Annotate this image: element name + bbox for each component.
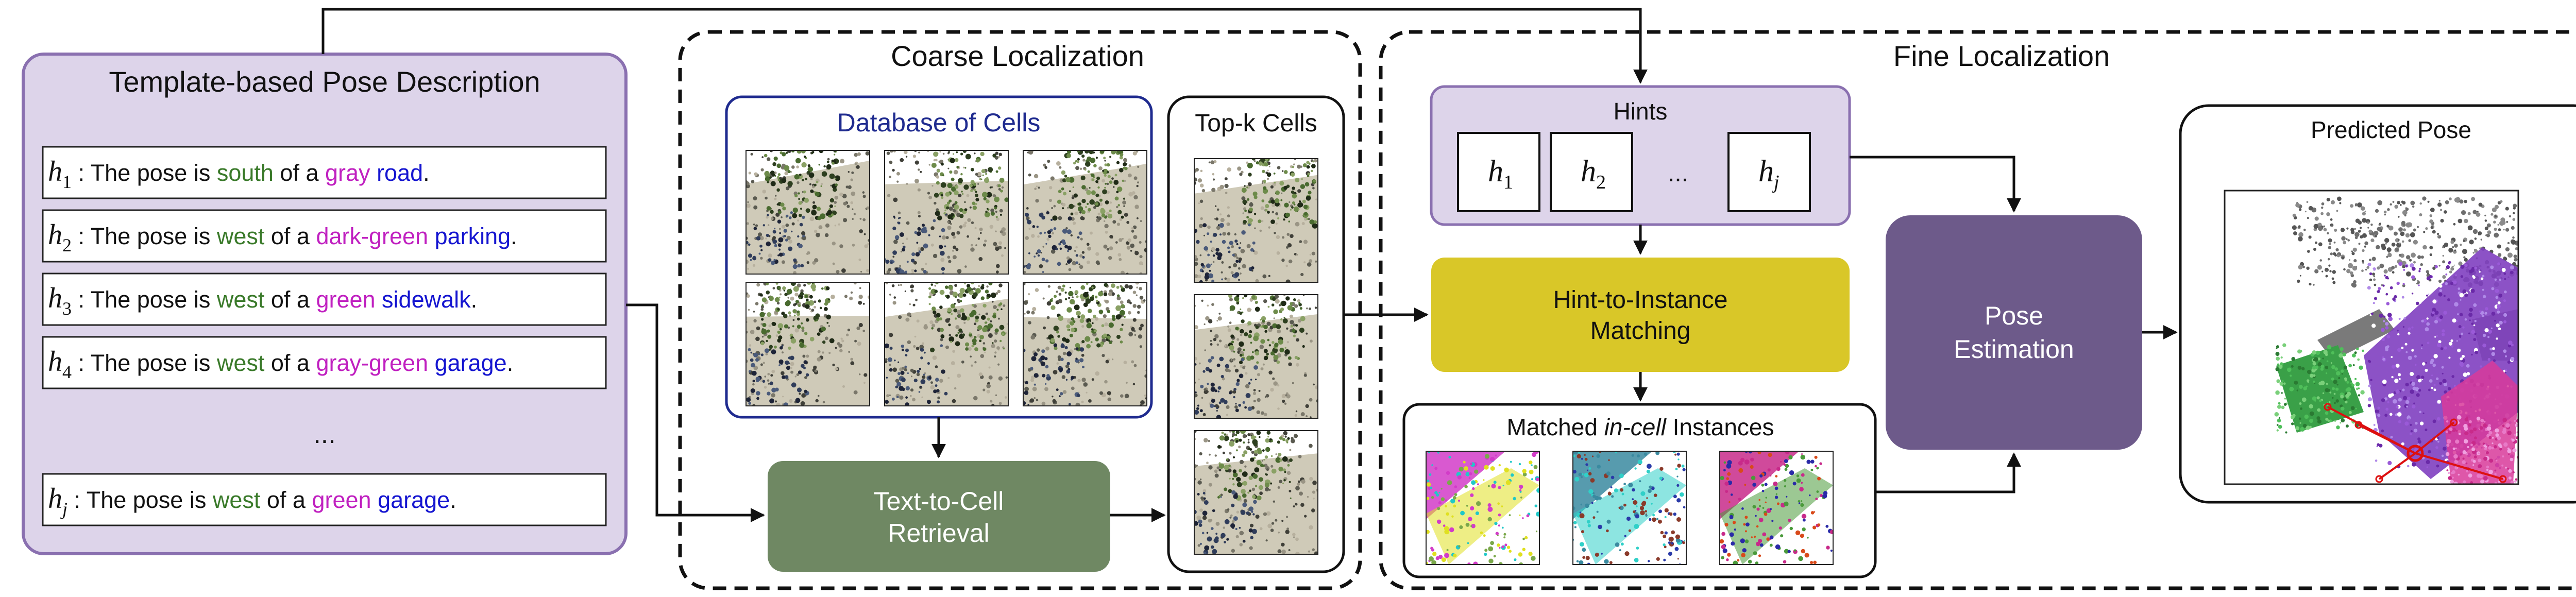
hint-sentence: h3 : The pose is west of a green sidewal… [48,282,477,319]
topk-title: Top-k Cells [1195,110,1317,137]
hint-subscript: j [60,499,67,519]
topk-cell-list [1194,158,1318,555]
point-cloud-cell [1194,158,1318,283]
database-cell-grid [745,150,1147,406]
point-cloud-cell [1426,451,1540,565]
hint-variable: h [48,219,62,251]
coarse-localization-panel: Coarse Localization Database of Cells Te… [678,30,1362,590]
arrow-hints-to-pose-estimation [1850,156,2021,213]
hint-color: dark-green [316,223,428,249]
point-cloud-cell [1194,294,1318,419]
hint-row-box [42,336,607,389]
hint-rows: h1 : The pose is south of a gray road.h2… [42,146,607,526]
hint-sentence: h2 : The pose is west of a dark-green pa… [48,219,517,255]
coarse-localization-title: Coarse Localization [891,40,1144,72]
hint-variable: h [48,483,62,515]
hint-sentence: h4 : The pose is west of a gray-green ga… [48,346,513,382]
hints-title: Hints [1614,98,1668,125]
retrieval-label-line1: Text-to-Cell [874,487,1004,516]
hint-direction: west [216,350,265,376]
hint-subscript: 4 [62,362,72,382]
point-cloud-cell [1023,150,1147,275]
hint-variable: h [48,282,62,314]
hint-direction: south [217,160,274,186]
hint-box: h1 [1457,132,1540,212]
hint-color: gray [325,160,370,186]
hint-object: sidewalk [382,286,471,313]
pose-estimation: Pose Estimation [1886,215,2142,450]
predicted-pose-box: Predicted Pose [2179,104,2576,504]
hint-box-label: h1 [1488,154,1513,193]
arrow-description-to-hints [321,8,1648,84]
predicted-pose-title: Predicted Pose [2311,116,2471,143]
hint-object: garage [378,487,450,513]
point-cloud-cell [1194,430,1318,555]
hint-box-label: hj [1758,154,1780,193]
fine-localization-title: Fine Localization [1893,40,2110,72]
hint-box-row: h1 h2 hj [1457,132,1811,212]
hint-row: h2 : The pose is west of a dark-green pa… [42,209,607,263]
point-cloud-cell [884,150,1009,275]
matched-instances-box: Matched in-cell Instances [1402,403,1877,578]
fine-localization-panel: Fine Localization Hints h1 h2 hj ... Hint-… [1379,30,2576,590]
database-of-cells: Database of Cells [725,95,1153,419]
hint-variable: h [48,156,62,187]
point-cloud-cell [1719,451,1834,565]
hint-row-box [42,209,607,263]
hint-direction: west [212,487,261,513]
pose-estimation-line1: Pose [1985,301,2043,330]
hint-variable: h [48,346,62,378]
hint-row-box [42,146,607,199]
hint-box: h2 [1550,132,1633,212]
hint-box: hj [1727,132,1811,212]
pose-estimation-line2: Estimation [1954,335,2074,364]
matching-label-line2: Matching [1590,317,1691,345]
hint-sentence: hj : The pose is west of a green garage. [48,483,456,519]
text-to-cell-retrieval: Text-to-Cell Retrieval [768,461,1110,572]
matched-instances-title: Matched in-cell Instances [1506,414,1774,440]
hint-subscript: 3 [62,298,72,319]
hint-color: green [316,286,375,313]
matching-label-line1: Hint-to-Instance [1553,286,1728,314]
hint-row: h4 : The pose is west of a gray-green ga… [42,336,607,389]
retrieval-label-line2: Retrieval [888,519,989,548]
point-cloud-cell [1572,451,1687,565]
hint-row: h3 : The pose is west of a green sidewal… [42,272,607,326]
hint-row-box [42,473,607,526]
hint-row-box [42,272,607,326]
pose-description-title: Template-based Pose Description [109,65,540,98]
hint-box-label: h2 [1581,154,1606,193]
point-cloud-cell [884,282,1009,406]
hint-subscript: 1 [62,172,72,192]
hints-ellipsis: ... [1668,160,1688,187]
arrow-description-to-retrieval [626,303,765,522]
hint-direction: west [216,286,265,313]
point-cloud-cell [1023,282,1147,406]
pose-description-panel: Template-based Pose Description h1 : The… [22,53,628,555]
point-cloud-cell [745,282,870,406]
predicted-pose-marker [2406,445,2424,462]
hint-to-instance-matching: Hint-to-Instance Matching [1431,258,1850,372]
arrow-matched-to-pose-estimation [1875,452,2021,493]
predicted-pose-map [2224,190,2519,485]
hint-color: gray-green [316,350,428,376]
hints-box: Hints h1 h2 hj ... [1430,85,1851,226]
top-k-cells: Top-k Cells [1167,95,1345,573]
point-cloud-cell [745,150,870,275]
hint-sentence: h1 : The pose is south of a gray road. [48,156,430,192]
hint-object: parking [435,223,511,249]
hint-ellipsis: ... [313,419,335,449]
hint-object: road [377,160,423,186]
hint-color: green [312,487,371,513]
hint-direction: west [216,223,265,249]
connector-arrows [321,8,2178,522]
hint-subscript: 2 [62,235,72,255]
matched-instance-thumbnails [1426,451,1834,565]
database-title: Database of Cells [837,108,1041,137]
hint-object: garage [435,350,507,376]
hint-row: h1 : The pose is south of a gray road. [42,146,607,199]
hint-row: hj : The pose is west of a green garage. [42,473,607,526]
